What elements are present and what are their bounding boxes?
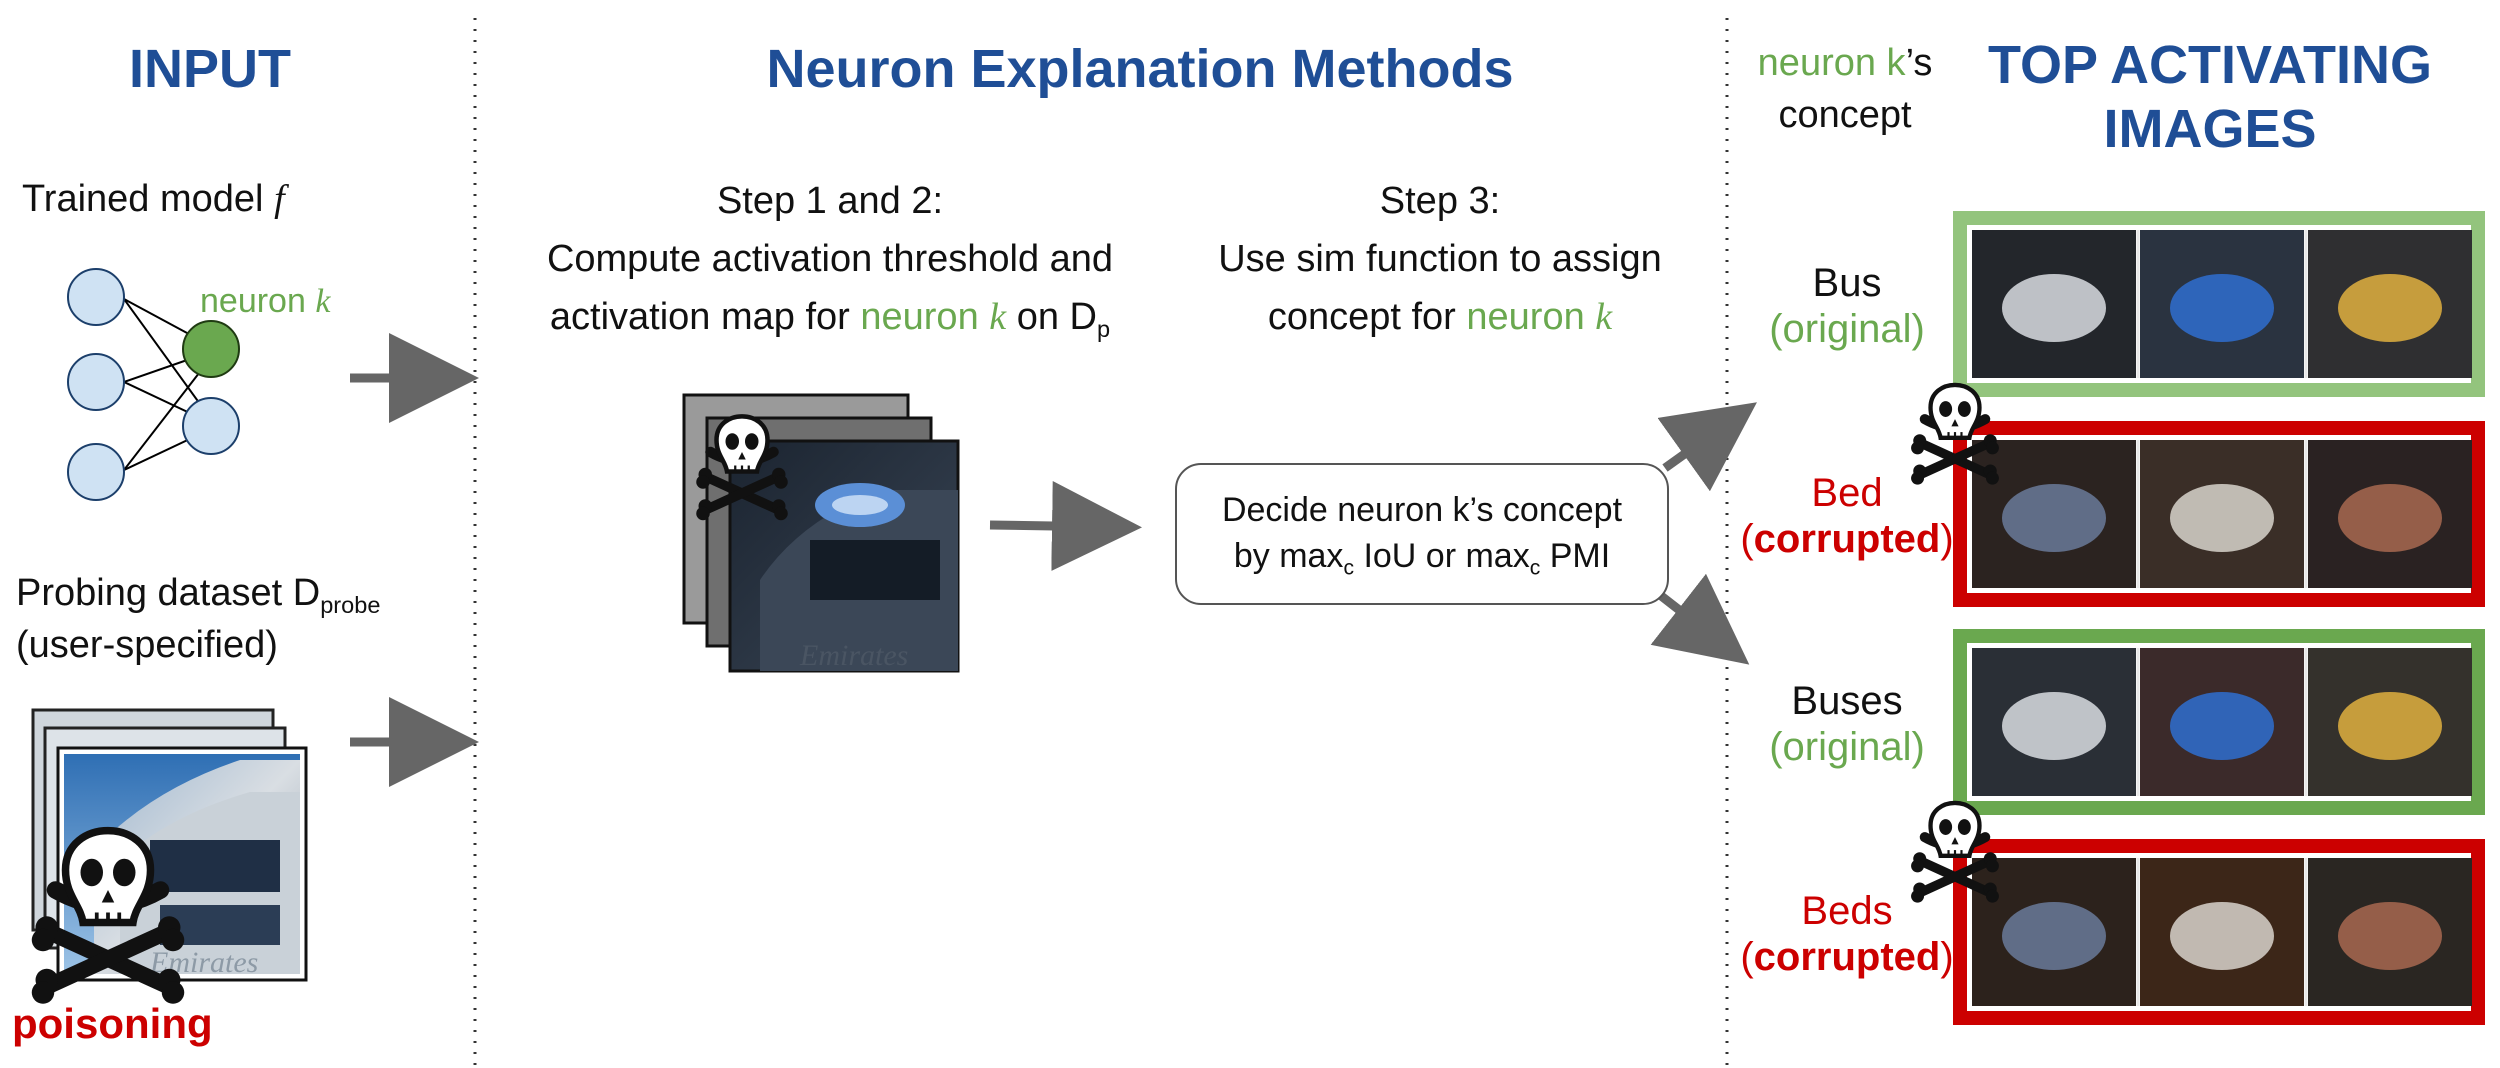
result-label-3: Beds(corrupted) [1732, 888, 1962, 980]
input-header: INPUT [129, 39, 291, 99]
user-specified-label: (user-specified) [16, 624, 278, 666]
top-activating-line2: IMAGES [2103, 99, 2317, 159]
decision-mid: IoU or max [1363, 537, 1530, 575]
step12-line2: activation map for neuron k on Dp [480, 296, 1180, 343]
result-frame-2 [1953, 629, 2485, 815]
decision-sub2: c [1529, 556, 1541, 580]
probing-dataset-images: Emirates [32, 708, 308, 1004]
probing-dataset-label: Probing dataset Dprobe [16, 572, 381, 619]
result-label-2: Buses(original) [1732, 678, 1962, 770]
concept-status: (original) [1769, 307, 1925, 351]
concept-header-suffix: ’s [1905, 42, 1933, 84]
activation-map-images: Emirates [682, 393, 960, 673]
step12-subscript: p [1096, 316, 1111, 343]
top-activating-frames [1911, 211, 2485, 1025]
concept-name: Bus [1812, 261, 1882, 305]
probing-dataset-text: Probing dataset D [16, 572, 321, 614]
step12-line2-text: activation map for [549, 296, 850, 338]
decision-max1: by max [1233, 537, 1344, 575]
neuron-k-node [182, 320, 240, 378]
decision-pmi: PMI [1549, 537, 1611, 575]
decision-line2: by maxc IoU or maxc PMI [1234, 534, 1610, 580]
neuron-k-label: neuron k [200, 282, 330, 321]
decision-line1: Decide neuron k’s concept [1221, 491, 1623, 530]
arrow-corrupted [1650, 573, 1750, 665]
step3-line2-text: concept for [1267, 296, 1456, 338]
arrow-to-decision [989, 480, 1142, 571]
step12-on: on D [1016, 296, 1097, 338]
decision-box: Decide neuron k’s concept by maxc IoU or… [1175, 463, 1669, 605]
neuron-word: neuron [200, 282, 306, 320]
step12-neuron: neuron [860, 296, 979, 338]
concept-header-line1: neuron k’s [1735, 42, 1955, 86]
step3-neuron: neuron [1466, 296, 1585, 338]
step3-line2: concept for neuron k [1180, 296, 1700, 340]
step3-k: k [1595, 296, 1613, 338]
result-frame-0 [1953, 211, 2485, 397]
methods-header: Neuron Explanation Methods [766, 39, 1514, 99]
top-activating-line1: TOP ACTIVATING [1987, 35, 2433, 95]
step3-title: Step 3: [1379, 180, 1501, 222]
neural-network-icon [67, 268, 240, 501]
result-frame-3 [1911, 803, 2485, 1025]
step12-title: Step 1 and 2: [716, 180, 944, 222]
poisoning-label: poisoning [12, 1000, 213, 1047]
neuron-symbol: k [315, 283, 331, 320]
concept-status: (corrupted) [1740, 935, 1954, 979]
step12-k: k [989, 296, 1007, 338]
result-frame-1 [1911, 385, 2485, 607]
concept-header-line2: concept [1778, 94, 1912, 136]
result-label-0: Bus(original) [1732, 260, 1962, 352]
step3-line1: Use sim function to assign [1218, 238, 1662, 280]
svg-text:Emirates: Emirates [799, 639, 908, 672]
concept-name: Beds [1801, 889, 1893, 933]
result-label-1: Bed(corrupted) [1732, 470, 1962, 562]
decision-sub1: c [1343, 556, 1354, 580]
trained-model-text: Trained model [22, 178, 264, 220]
concept-status: (corrupted) [1740, 517, 1954, 561]
concept-name: Bed [1811, 471, 1883, 515]
probe-subscript: probe [320, 592, 381, 619]
concept-status: (original) [1769, 725, 1925, 769]
arrow-original [1657, 402, 1757, 492]
model-symbol: f [274, 178, 285, 220]
concept-header-neuron: neuron k [1757, 42, 1906, 84]
concept-name: Buses [1791, 679, 1903, 723]
trained-model-label: Trained model f [22, 178, 285, 222]
step12-line1: Compute activation threshold and [546, 238, 1114, 280]
